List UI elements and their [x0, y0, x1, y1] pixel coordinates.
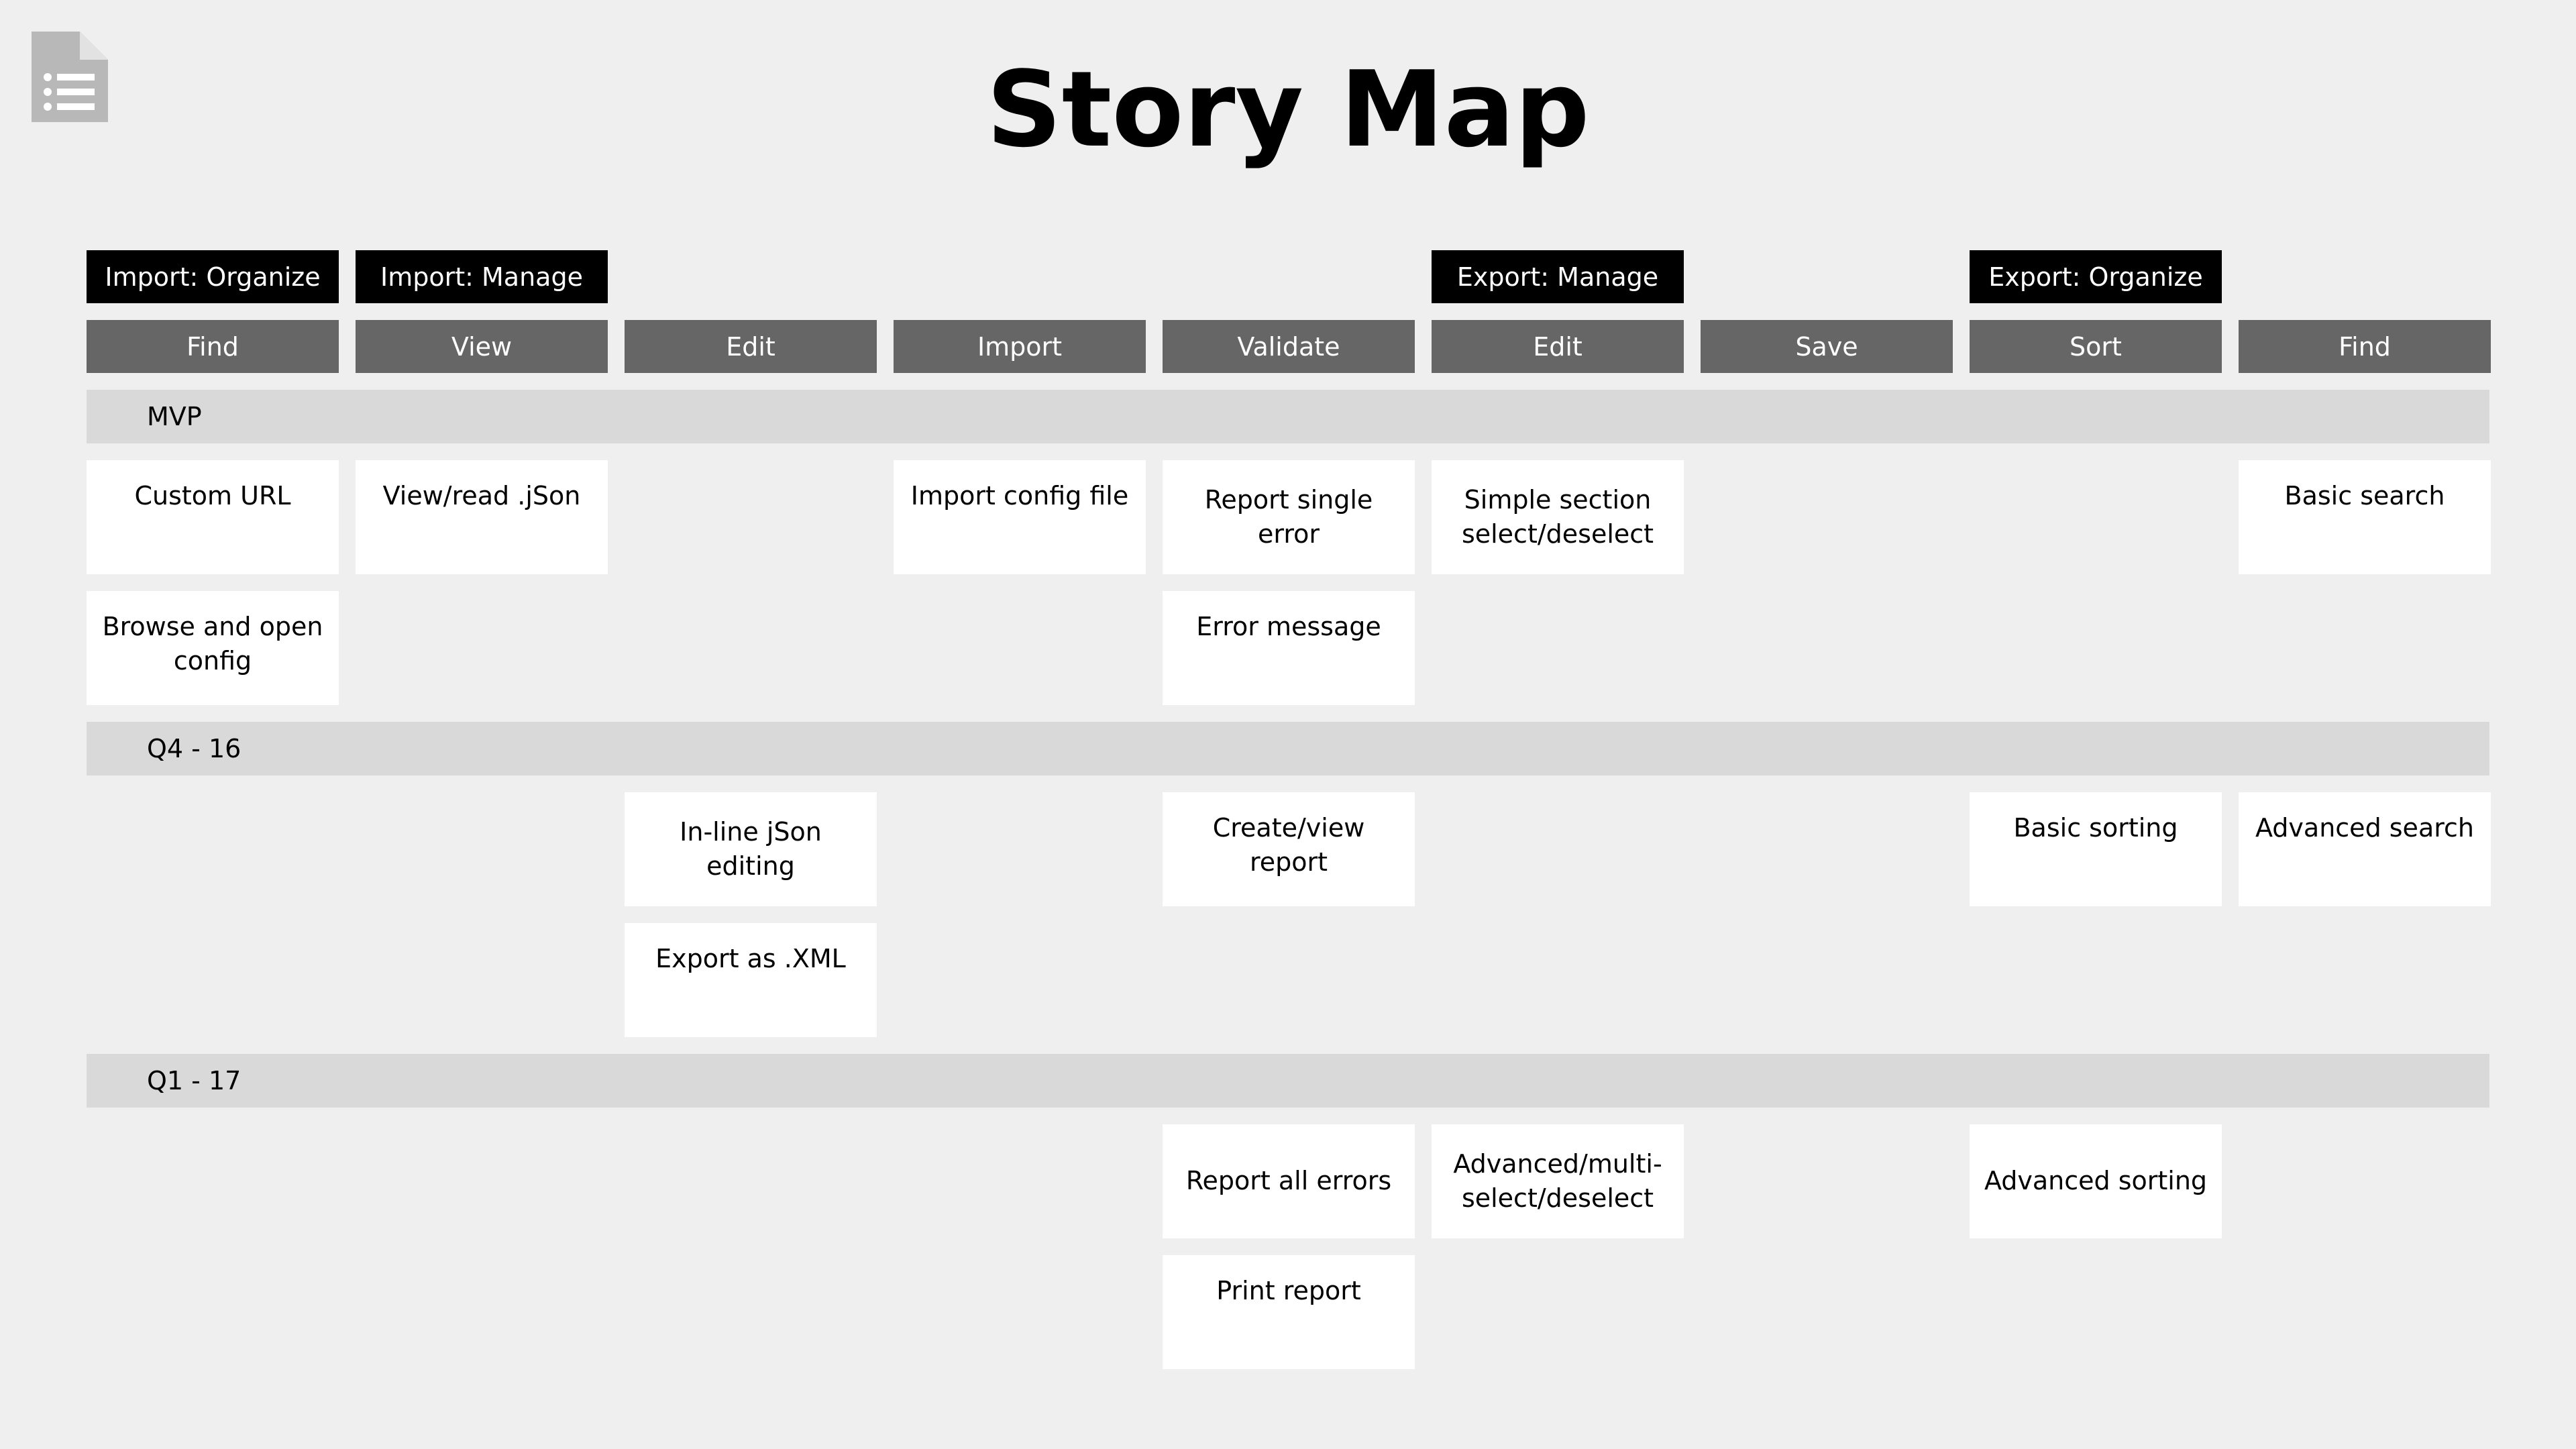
- release-band: Q1 - 17: [87, 1054, 2489, 1108]
- story-card: Advanced search: [2239, 792, 2491, 906]
- document-list-icon: [32, 32, 108, 122]
- page-title: Story Map: [986, 48, 1590, 170]
- story-card: Report all errors: [1163, 1124, 1415, 1238]
- activity-header: Find: [87, 320, 339, 373]
- story-card: Basic sorting: [1970, 792, 2222, 906]
- story-card: Report single error: [1163, 460, 1415, 574]
- story-card: Advanced/multi-select/deselect: [1432, 1124, 1684, 1238]
- story-card: Create/view report: [1163, 792, 1415, 906]
- story-card: Print report: [1163, 1255, 1415, 1369]
- activity-header: Edit: [1432, 320, 1684, 373]
- epic-label: Import: Organize: [87, 250, 339, 303]
- story-card: In-line jSon editing: [625, 792, 877, 906]
- epic-label: Export: Organize: [1970, 250, 2222, 303]
- story-card: Simple section select/deselect: [1432, 460, 1684, 574]
- story-card: Basic search: [2239, 460, 2491, 574]
- activity-header: Find: [2239, 320, 2491, 373]
- story-card: Browse and open config: [87, 591, 339, 705]
- story-card: Error message: [1163, 591, 1415, 705]
- activity-header: View: [356, 320, 608, 373]
- release-band: MVP: [87, 390, 2489, 443]
- activity-header: Sort: [1970, 320, 2222, 373]
- story-card: Advanced sorting: [1970, 1124, 2222, 1238]
- activity-header: Import: [894, 320, 1146, 373]
- story-card: Import config file: [894, 460, 1146, 574]
- activity-header: Validate: [1163, 320, 1415, 373]
- activity-header: Edit: [625, 320, 877, 373]
- release-band: Q4 - 16: [87, 722, 2489, 775]
- epic-label: Export: Manage: [1432, 250, 1684, 303]
- activity-header: Save: [1701, 320, 1953, 373]
- epic-label: Import: Manage: [356, 250, 608, 303]
- story-card: View/read .jSon: [356, 460, 608, 574]
- story-card: Export as .XML: [625, 923, 877, 1037]
- story-card: Custom URL: [87, 460, 339, 574]
